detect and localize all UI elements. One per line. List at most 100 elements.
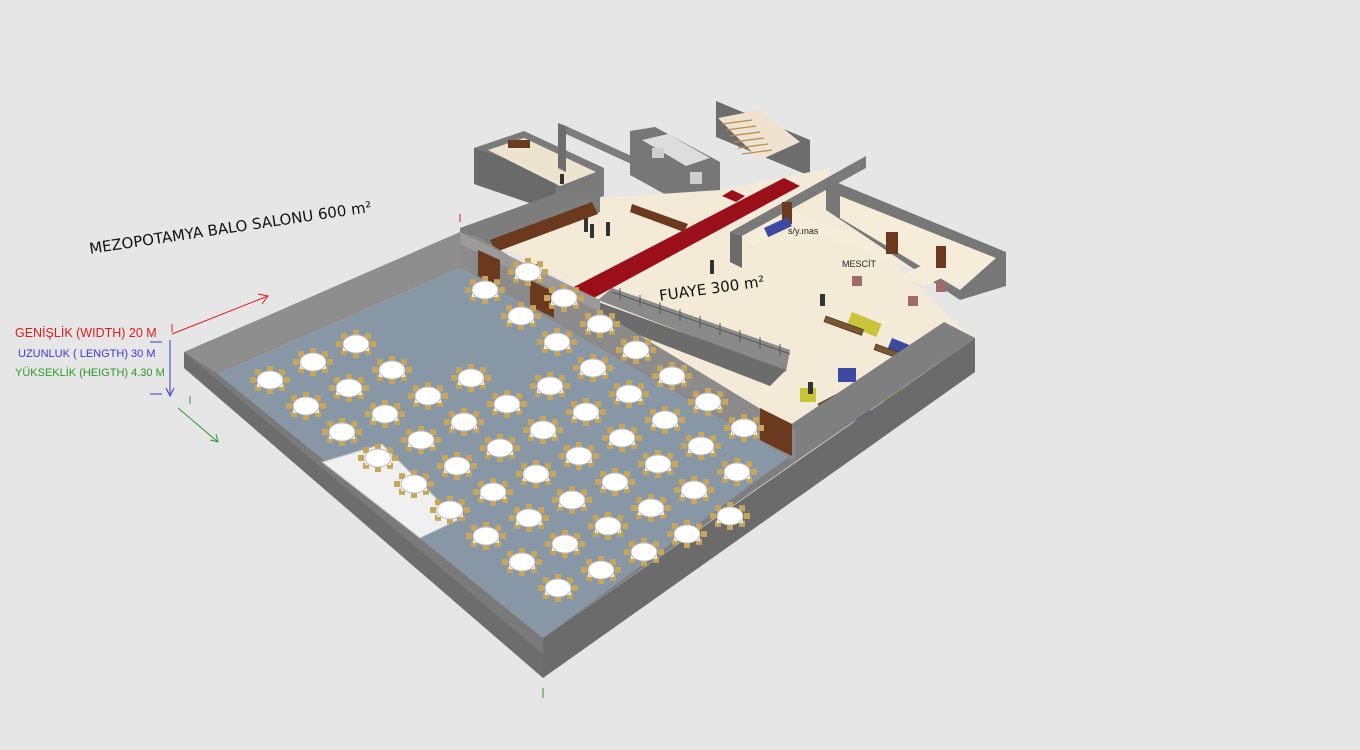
table-top [486,438,514,458]
chair [336,341,342,347]
chair [341,348,347,355]
chair [655,450,661,456]
chair [588,460,594,467]
chair [430,429,436,436]
chair [595,401,601,408]
chair [542,346,548,353]
chair [303,392,309,398]
chair [660,497,666,504]
banquet-table [465,276,505,304]
chair [667,453,673,460]
chair [315,395,321,402]
chair [710,450,716,457]
chair [461,430,467,436]
table-top [637,498,665,518]
chair [485,452,491,459]
chair [250,377,256,383]
chair [298,351,304,358]
chair [411,470,417,476]
chair [267,388,273,394]
banquet-table [609,380,649,408]
table-top [615,384,643,404]
chair [530,320,536,327]
chair [518,302,524,308]
chair [543,592,549,599]
back-rooms [474,101,810,212]
banquet-tables [250,258,764,602]
table-top [335,378,363,398]
chair [708,487,714,493]
chair [717,406,723,413]
chair [375,444,381,450]
chair [456,367,462,374]
chair [516,393,522,400]
chair [576,464,582,470]
chair [459,514,465,521]
chair [698,454,704,460]
chair [279,384,285,391]
chair [693,406,699,413]
chair [430,507,436,513]
chair [537,261,543,268]
chair [549,302,555,309]
chair [550,548,556,555]
banquet-table [530,372,570,400]
table-top [508,552,536,572]
chair [521,401,527,407]
banquet-table [509,504,549,532]
chair [310,348,316,354]
chair [389,378,395,384]
banquet-table [430,496,470,524]
chair [566,409,572,415]
banquet-table [616,336,656,364]
chair [636,497,642,504]
chair [621,354,627,361]
chair [667,468,673,475]
banquet-table [329,374,369,402]
chair [674,424,680,431]
table-top [479,482,507,502]
table-top [601,472,629,492]
chair [571,416,577,423]
banquet-table [688,388,728,416]
chair [442,455,448,462]
chair [480,382,486,389]
chair [597,332,603,338]
chair [504,390,510,396]
chair [334,377,340,384]
table-top [529,420,557,440]
chair [588,445,594,452]
chair [506,305,512,312]
height-label: YÜKSEKLİK (HEIGTH) 4.30 M [15,367,165,379]
chair [552,497,558,503]
table-top [400,474,428,494]
table-top [443,456,471,476]
banquet-table [552,486,592,514]
chair [561,306,567,312]
chair [401,437,407,443]
chair [535,313,541,319]
chair [621,339,627,346]
chair [341,333,347,340]
chair [607,442,613,449]
chair [423,488,429,495]
chair [435,437,441,443]
banquet-table [293,348,333,376]
chair [672,523,678,530]
table-top [579,358,607,378]
banquet-table [559,442,599,470]
chair [525,258,531,264]
chair [514,522,520,529]
chair [494,279,500,286]
chair [382,400,388,406]
chair [480,445,486,451]
chair [622,523,628,529]
chair [540,416,546,422]
chair [653,556,659,563]
banquet-table [516,460,556,488]
chair [530,305,536,312]
chair [365,411,371,417]
table-top [371,404,399,424]
chair [464,507,470,513]
chair [684,520,690,526]
